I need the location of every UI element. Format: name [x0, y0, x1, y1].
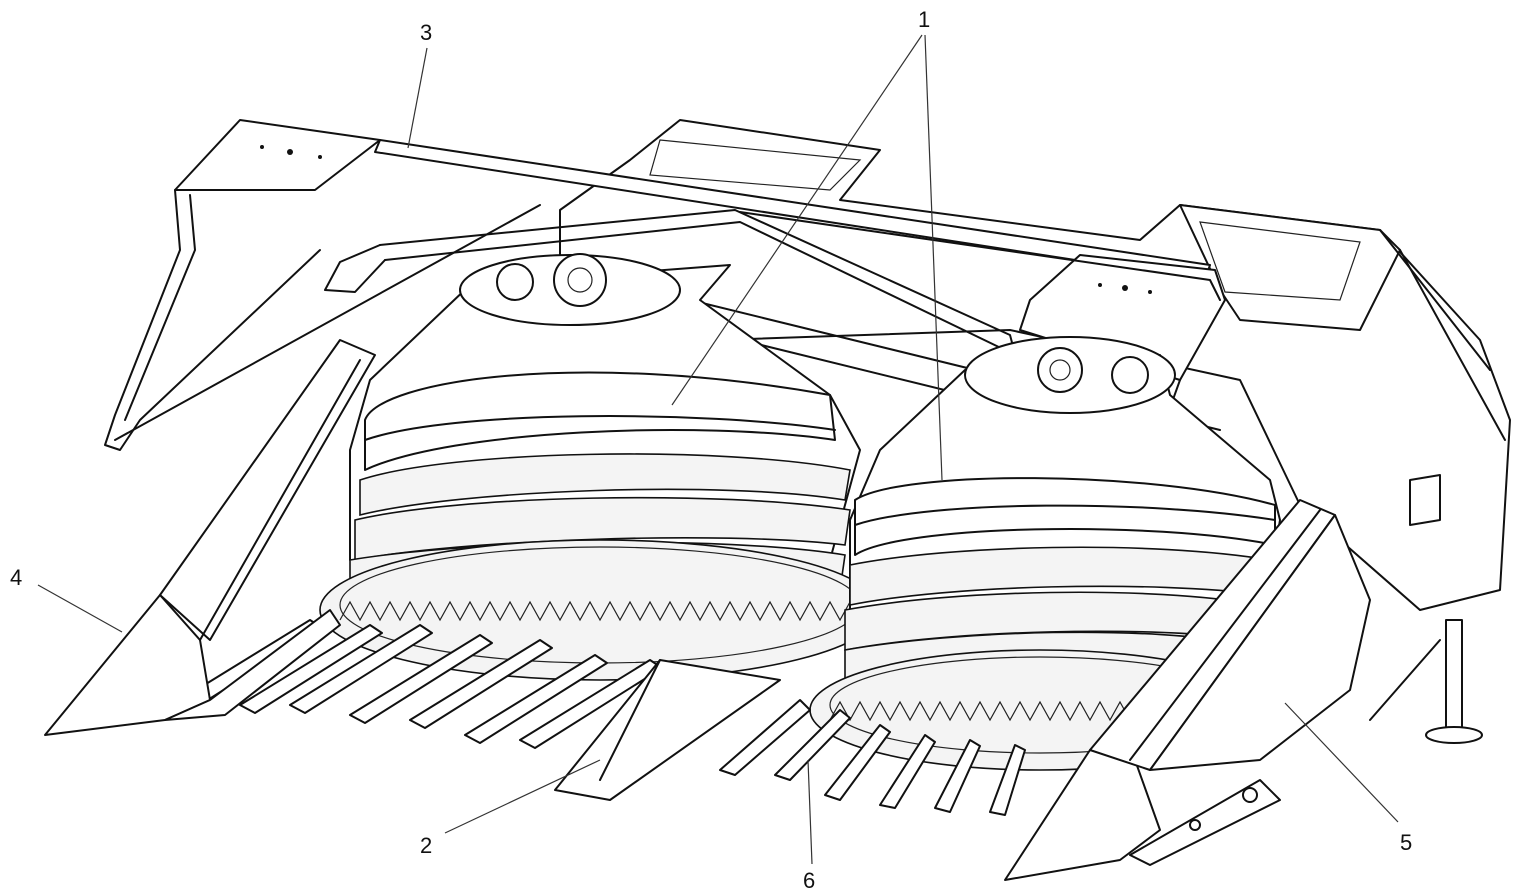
top-frame	[104, 119, 1226, 608]
left-cutting-disc	[319, 539, 881, 681]
callout-6: 6	[803, 868, 815, 891]
leader-6	[807, 759, 813, 865]
callout-4: 4	[10, 565, 22, 590]
callout-labels: 1 2 3 4 5 6	[10, 7, 1412, 891]
right-tines	[719, 699, 1026, 816]
callout-1: 1	[918, 7, 930, 32]
leader-3	[407, 47, 428, 149]
support-leg	[1369, 619, 1483, 744]
right-snout	[1004, 499, 1371, 881]
callout-3: 3	[420, 20, 432, 45]
leader-1a	[671, 34, 923, 406]
callout-2: 2	[420, 833, 432, 858]
callout-5: 5	[1400, 830, 1412, 855]
left-snout	[44, 339, 376, 736]
center-divider	[554, 659, 781, 801]
leader-5	[1284, 702, 1399, 823]
left-rotor	[349, 253, 861, 606]
leader-4	[37, 584, 123, 633]
leader-1b	[924, 34, 943, 481]
leader-2	[444, 759, 601, 834]
leader-lines	[37, 34, 1399, 865]
